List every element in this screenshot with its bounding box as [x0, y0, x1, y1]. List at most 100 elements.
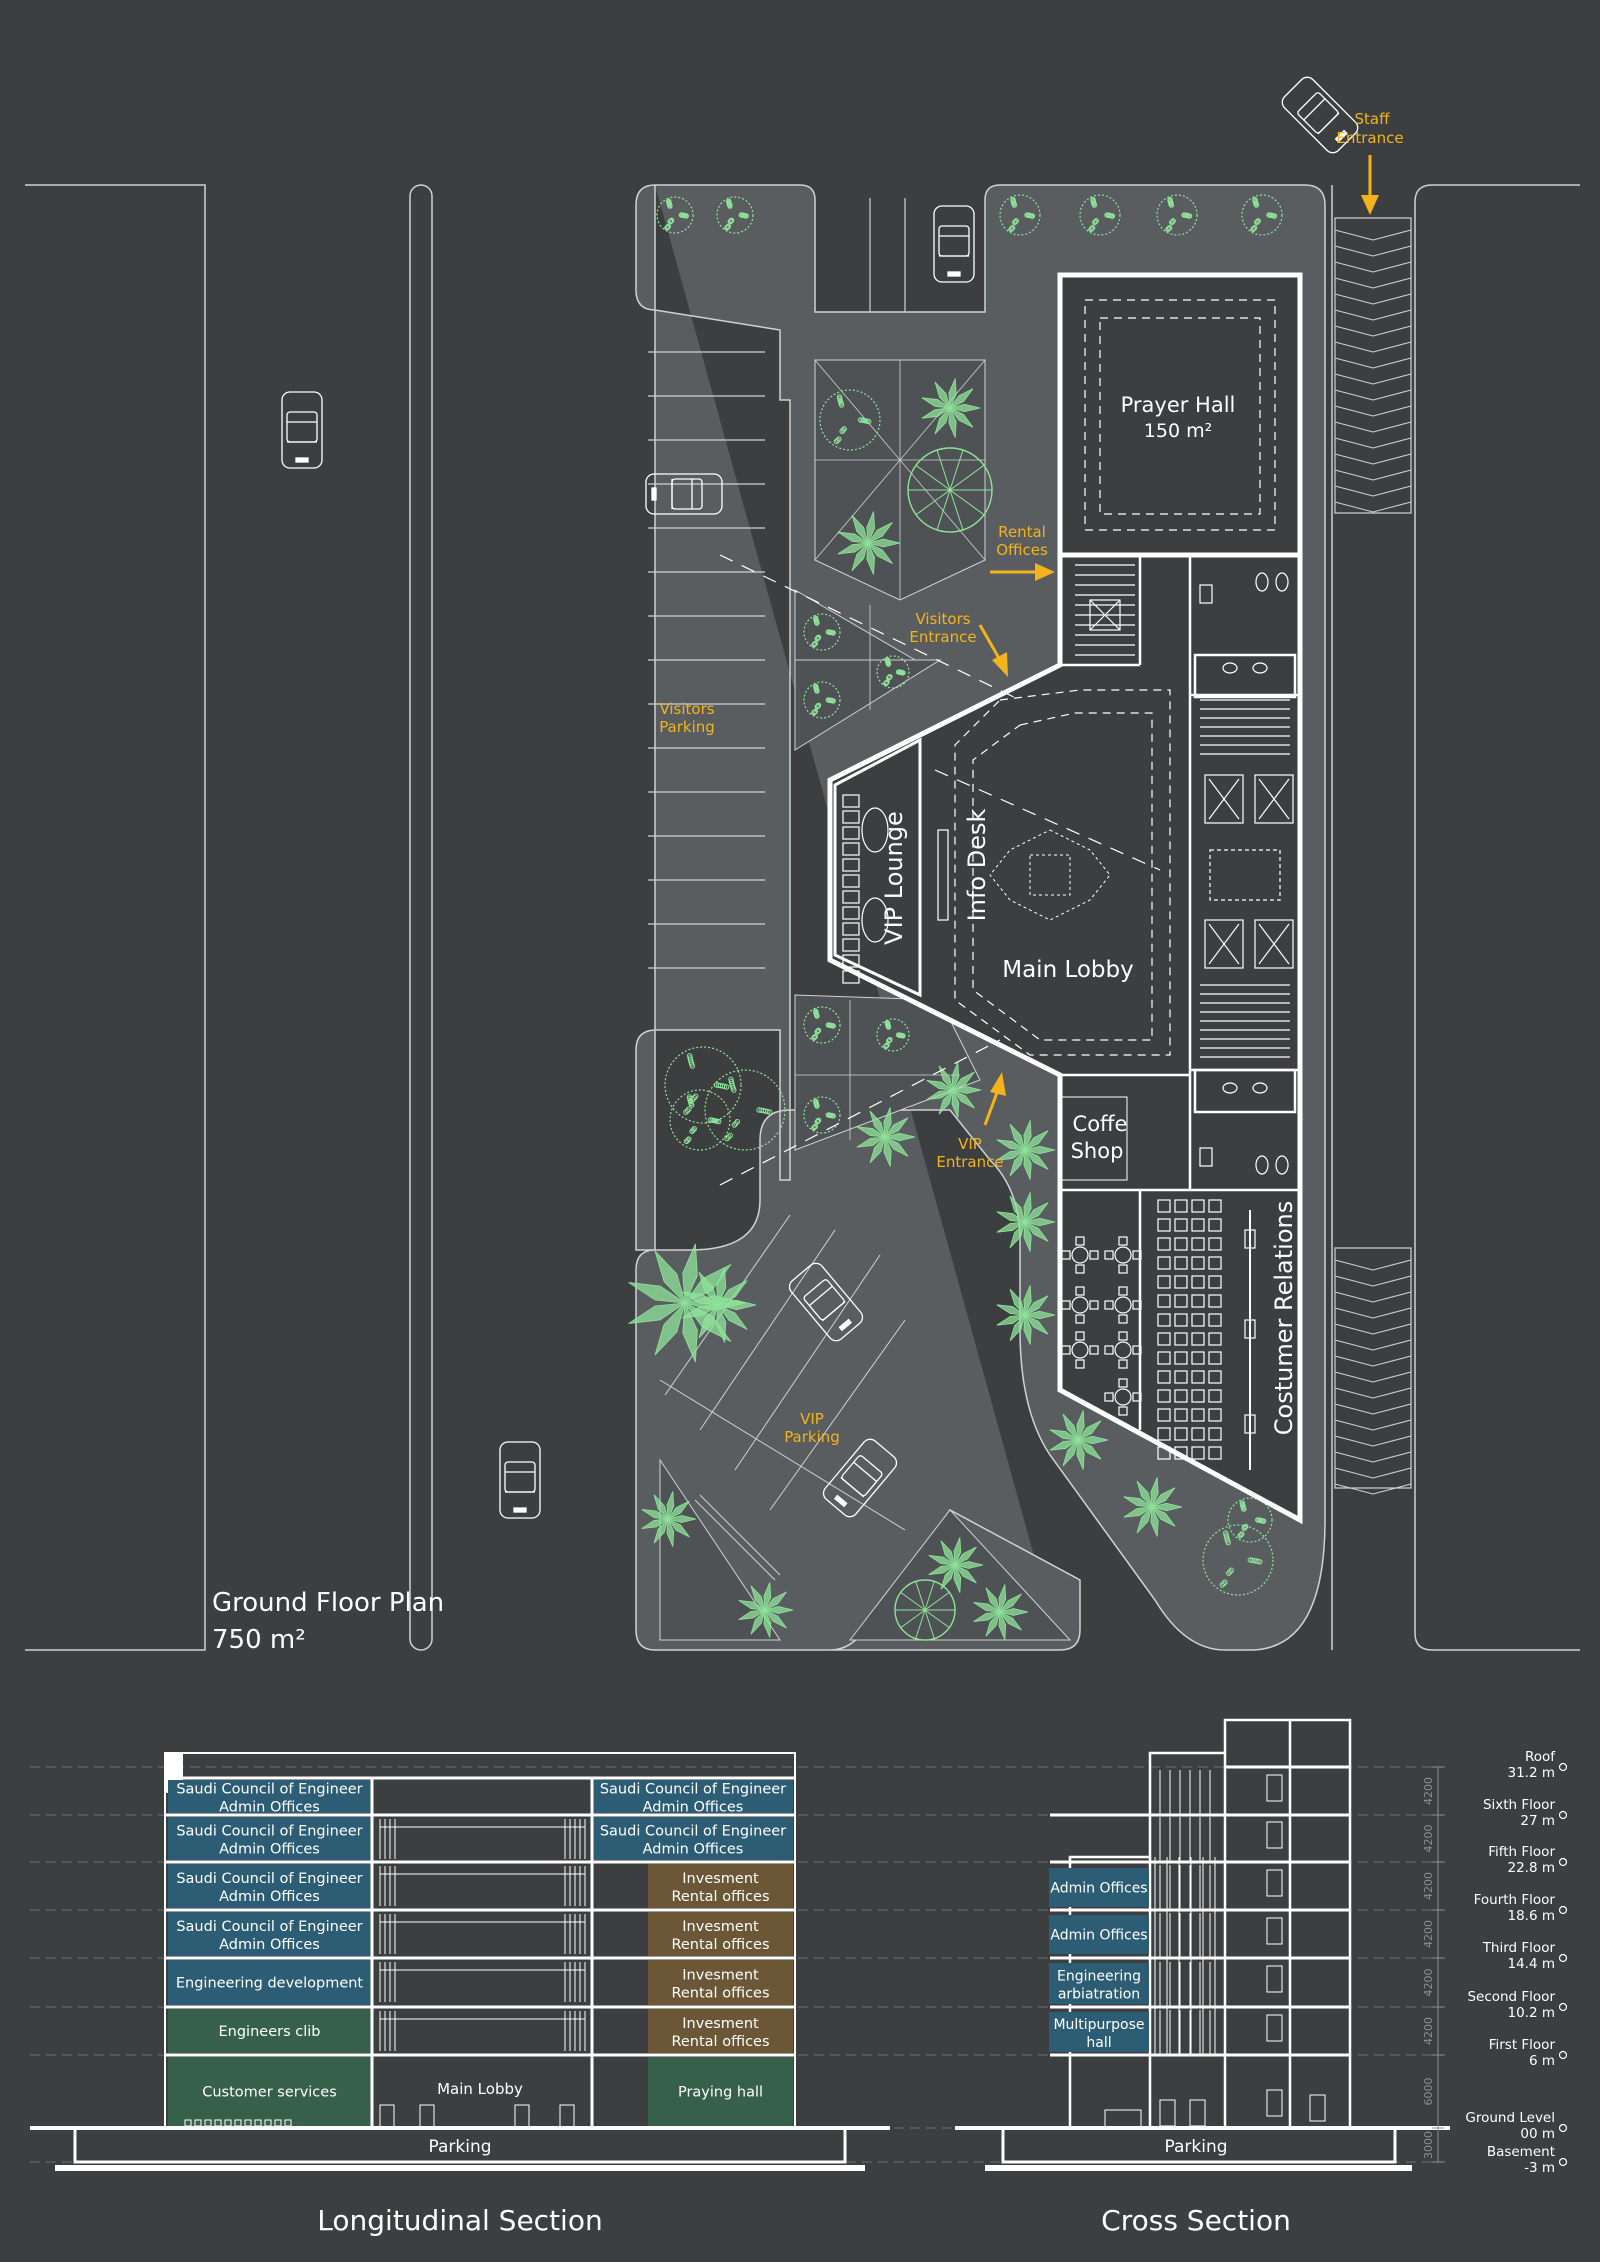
level-name-5: Second Floor — [1467, 1989, 1555, 2005]
long-left-3-label: Saudi Council of Engineer — [176, 1919, 362, 1935]
dimension-4: 4200 — [1422, 1969, 1435, 1997]
long-left-0-label-2: Admin Offices — [219, 1800, 320, 1816]
customer-relations-label: Costumer Relations — [1270, 1201, 1298, 1435]
long-left-2-label-2: Admin Offices — [219, 1889, 320, 1905]
longitudinal-section-title: Longitudinal Section — [317, 2204, 602, 2237]
level-value-6: 6 m — [1529, 2053, 1555, 2069]
long-right-0-label-2: Admin Offices — [643, 1800, 744, 1816]
long-left-3-label-2: Admin Offices — [219, 1937, 320, 1953]
street-right — [1331, 184, 1580, 1651]
cross-room-1-label: Admin Offices — [1050, 1928, 1147, 1944]
cross-room-3-label-2: hall — [1086, 2035, 1111, 2051]
main-lobby-label: Main Lobby — [1002, 957, 1134, 983]
level-marker-icon — [1558, 1810, 1568, 1820]
long-right-4-label-2: Rental offices — [671, 1986, 769, 2002]
longitudinal-parking: Parking — [428, 2137, 491, 2157]
long-left-4-label: Engineering development — [176, 1976, 364, 1992]
level-name-4: Third Floor — [1482, 1940, 1556, 1956]
street-left — [25, 184, 433, 1651]
long-left-6-label: Customer services — [202, 2085, 337, 2101]
long-right-3-label-2: Rental offices — [671, 1937, 769, 1953]
coffee-shop-label-1: Coffe — [1073, 1112, 1128, 1136]
prayer-hall-label: Prayer Hall — [1121, 393, 1236, 417]
level-value-8: -3 m — [1524, 2160, 1555, 2176]
furniture — [842, 794, 1256, 1470]
vip-parking-label-1: VIP — [800, 1410, 824, 1428]
dimension-1: 4200 — [1422, 1825, 1435, 1853]
coffee-shop-label-2: Shop — [1071, 1139, 1124, 1163]
level-marker-icon — [1558, 1905, 1568, 1915]
cross-room-0-label: Admin Offices — [1050, 1881, 1147, 1897]
circulation-core — [1075, 564, 1294, 1175]
level-marker-icon — [1558, 2157, 1568, 2167]
parking-stall-lines — [648, 198, 906, 969]
info-desk-label: Info Desk — [963, 809, 991, 922]
plan-area: 750 m² — [212, 1625, 306, 1655]
level-name-1: Sixth Floor — [1483, 1797, 1555, 1813]
long-right-5-label-2: Rental offices — [671, 2034, 769, 2050]
level-marker-icon — [1558, 1857, 1568, 1867]
level-marker-icon — [1558, 2123, 1568, 2133]
long-left-0-label: Saudi Council of Engineer — [176, 1782, 362, 1798]
prayer-hall-area: 150 m² — [1144, 420, 1212, 442]
dimension-6: 6000 — [1422, 2078, 1435, 2106]
long-right-1-label-2: Admin Offices — [643, 1842, 744, 1858]
visitors-entrance-label-1: Visitors — [915, 610, 970, 628]
dimension-5: 4200 — [1422, 2017, 1435, 2045]
level-value-1: 27 m — [1520, 1813, 1555, 1829]
vip-lounge-wall — [833, 737, 922, 998]
long-right-2-label-2: Rental offices — [671, 1889, 769, 1905]
long-right-2-label: Invesment — [682, 1871, 759, 1887]
crosswalk-south — [1334, 1247, 1412, 1489]
rental-offices-label-1: Rental — [998, 523, 1046, 541]
long-left-2-label: Saudi Council of Engineer — [176, 1871, 362, 1887]
long-right-0-label: Saudi Council of Engineer — [600, 1782, 786, 1798]
level-value-7: 00 m — [1520, 2126, 1555, 2142]
visitors-parking-label-1: Visitors — [659, 700, 714, 718]
cross-section-title: Cross Section — [1101, 2204, 1291, 2237]
staff-entrance-label-1: Staff — [1355, 110, 1391, 128]
dimension-7: 3000 — [1422, 2131, 1435, 2159]
lobby-feature — [989, 829, 1111, 921]
level-value-5: 10.2 m — [1507, 2005, 1555, 2021]
cross-room-2-label-2: arbiatration — [1058, 1987, 1140, 2003]
staff-entrance-label-2: Entrance — [1336, 129, 1403, 147]
cross-parking: Parking — [1164, 2137, 1227, 2157]
long-right-6-label: Praying hall — [678, 2085, 763, 2101]
dimension-2: 4200 — [1422, 1872, 1435, 1900]
level-marker-icon — [1558, 1953, 1568, 1963]
long-right-1-label: Saudi Council of Engineer — [600, 1824, 786, 1840]
coffee-shop-counter — [1061, 1096, 1128, 1181]
visitors-entrance-label-2: Entrance — [909, 628, 976, 646]
crosswalk-north — [1334, 217, 1412, 514]
longitudinal-main-lobby: Main Lobby — [437, 2080, 523, 2098]
long-right-5-label: Invesment — [682, 2016, 759, 2032]
cross-room-2-label: Engineering — [1057, 1969, 1141, 1985]
level-name-3: Fourth Floor — [1474, 1892, 1556, 1908]
vip-entrance-label-1: VIP — [958, 1135, 982, 1153]
level-marker-icon — [1558, 2002, 1568, 2012]
interior-walls — [1060, 553, 1300, 1430]
cross-room-3-label: Multipurpose — [1053, 2017, 1144, 2033]
long-left-1-label-2: Admin Offices — [219, 1842, 320, 1858]
plan-title: Ground Floor Plan — [212, 1588, 444, 1618]
entrance-arrows — [978, 155, 1379, 1126]
level-value-4: 14.4 m — [1507, 1956, 1555, 1972]
vip-lounge-label: VIP Lounge — [880, 811, 908, 945]
level-name-0: Roof — [1525, 1749, 1556, 1765]
vip-parking-label-2: Parking — [784, 1428, 840, 1446]
level-value-3: 18.6 m — [1507, 1908, 1555, 1924]
dimension-0: 4200 — [1422, 1777, 1435, 1805]
level-name-7: Ground Level — [1465, 2110, 1555, 2126]
long-right-4-label: Invesment — [682, 1968, 759, 1984]
level-value-0: 31.2 m — [1507, 1765, 1555, 1781]
dashed-lines — [719, 299, 1276, 1186]
cars — [281, 76, 1359, 1519]
level-value-2: 22.8 m — [1507, 1860, 1555, 1876]
level-name-8: Basement — [1487, 2144, 1555, 2160]
